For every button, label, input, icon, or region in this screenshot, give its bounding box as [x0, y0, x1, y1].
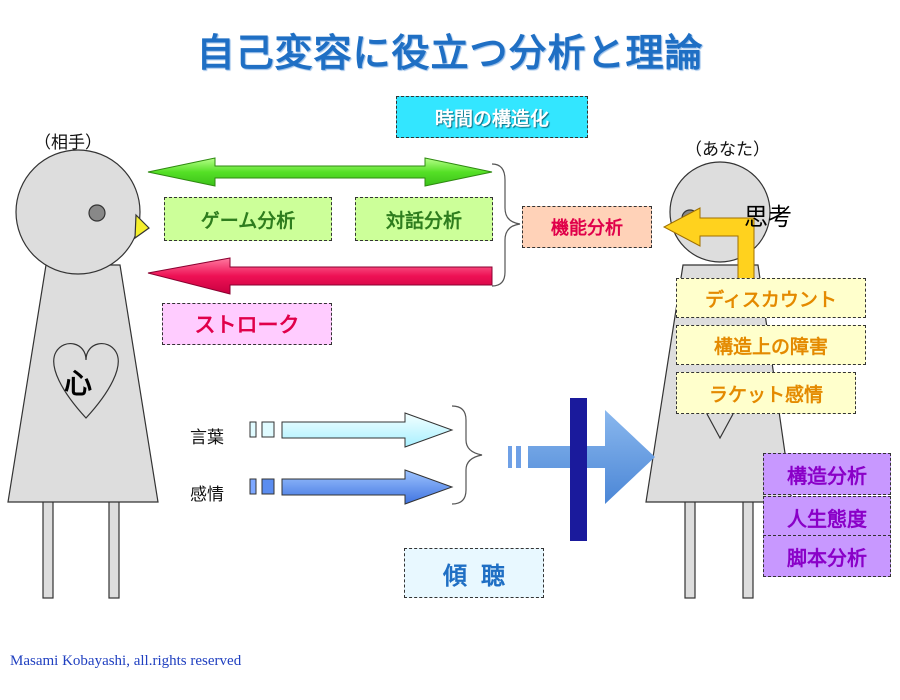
- double-arrow-green: [147, 157, 493, 187]
- stroke-box: ストローク: [162, 303, 332, 345]
- brace-lower: [451, 405, 483, 505]
- blocking-bar: [570, 398, 587, 541]
- left-person-figure: [7, 149, 159, 599]
- thinking-arrow-yellow: [662, 207, 755, 291]
- function-analysis-box: 機能分析: [522, 206, 652, 248]
- thinking-text: 思考: [744, 203, 792, 231]
- left-person-label: （相手）: [34, 133, 102, 153]
- right-person-label: （あなた）: [685, 140, 770, 160]
- dialogue-analysis-box: 対話分析: [355, 197, 493, 241]
- analysis-item-life-position: 人生態度: [763, 496, 891, 538]
- analysis-item-structural: 構造分析: [763, 453, 891, 495]
- heart-text: 心: [64, 367, 93, 400]
- words-arrow: [249, 412, 454, 448]
- thinking-item-discount: ディスカウント: [676, 278, 866, 318]
- thinking-item-structural-obstacle: 構造上の障害: [676, 325, 866, 365]
- thinking-item-racket-feelings: ラケット感情: [676, 372, 856, 414]
- game-analysis-box: ゲーム分析: [164, 197, 332, 241]
- copyright-footer: Masami Kobayashi, all.rights reserved: [10, 653, 242, 669]
- emotion-arrow: [249, 469, 454, 505]
- time-structuring-box: 時間の構造化: [396, 96, 588, 138]
- words-label: 言葉: [190, 428, 224, 448]
- listening-arrow: [508, 410, 655, 504]
- listening-box: 傾聴: [404, 548, 544, 598]
- arrow-stroke-pink: [147, 257, 493, 295]
- analysis-item-script: 脚本分析: [763, 535, 891, 577]
- emotion-label: 感情: [190, 485, 224, 505]
- page-title: 自己変容に役立つ分析と理論: [196, 31, 704, 75]
- brace-upper: [491, 163, 521, 287]
